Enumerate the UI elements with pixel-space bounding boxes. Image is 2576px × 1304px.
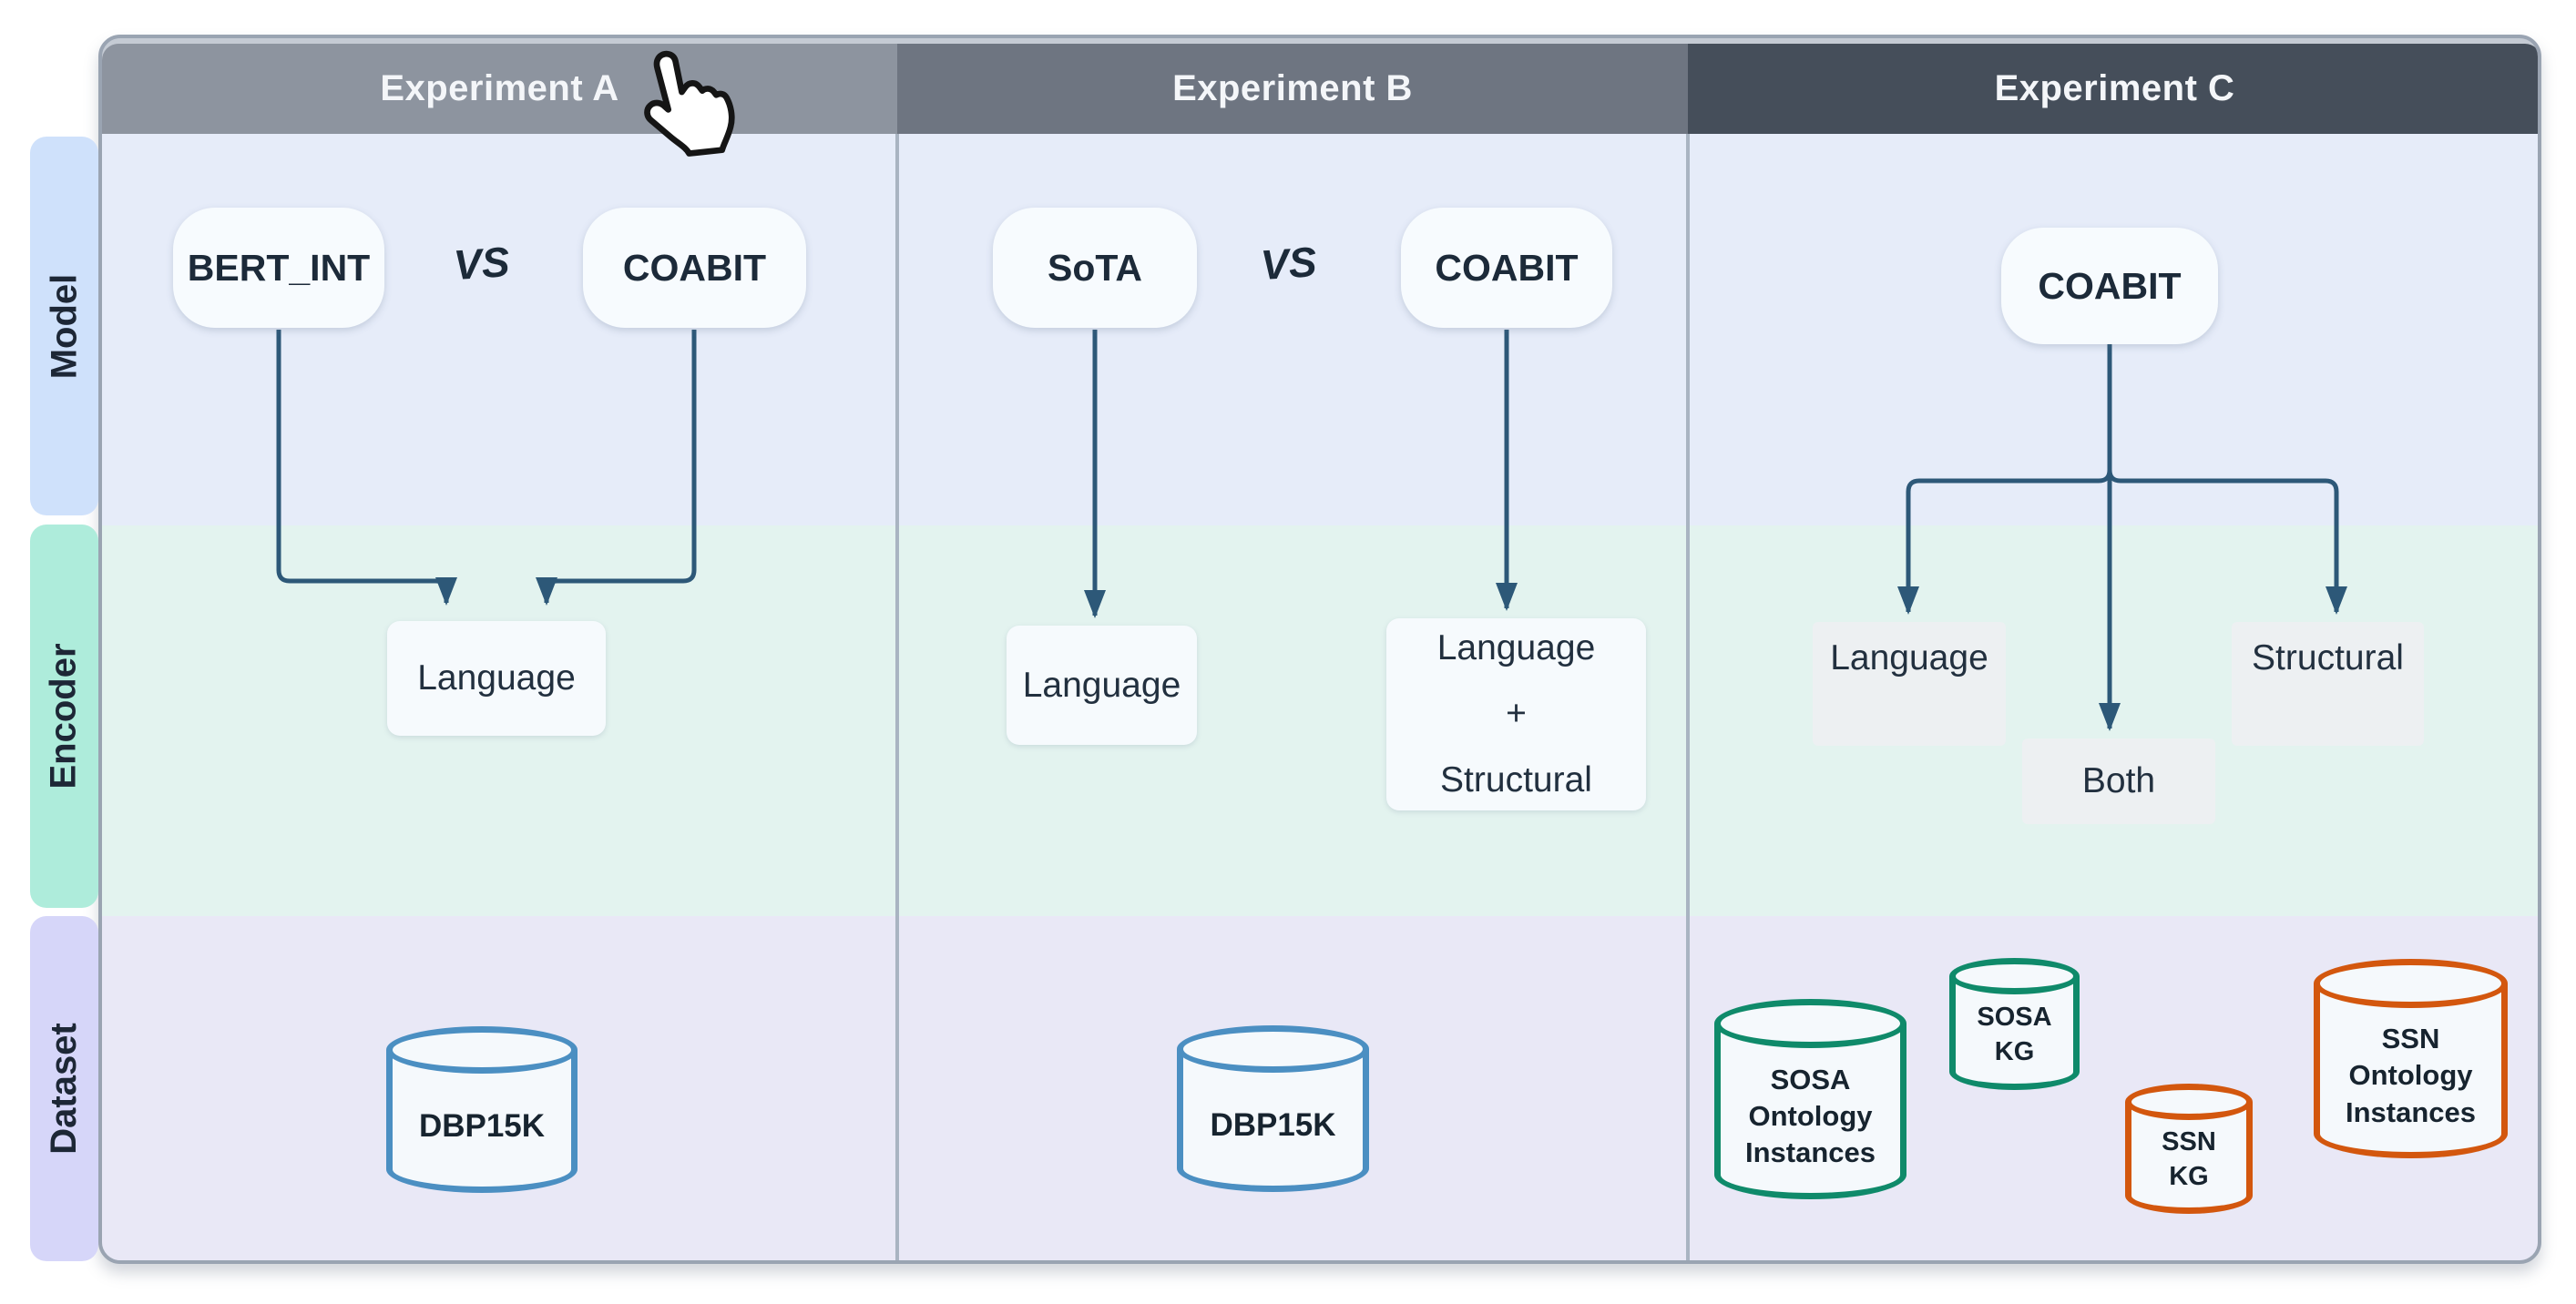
dataset-sosa-kg: SOSA KG (1949, 958, 2080, 1090)
vs-label-b: VS (1259, 237, 1319, 290)
column-divider-b-c (1686, 134, 1690, 1260)
row-label-dataset-text: Dataset (44, 1023, 85, 1155)
dataset-dbp15k-a-label: DBP15K (418, 1107, 546, 1144)
node-language-a-label: Language (417, 658, 576, 698)
row-label-model: Model (30, 137, 98, 515)
dataset-ssn-ontology-instances-label: SSN Ontology Instances (2345, 1023, 2476, 1128)
cylinder-body (386, 1050, 578, 1193)
cylinder-top (2314, 959, 2508, 1008)
header-experiment-c[interactable]: Experiment C (1688, 44, 2538, 134)
node-language-a: Language (387, 621, 606, 736)
node-sota: SoTA (993, 208, 1197, 328)
row-label-encoder-text: Encoder (44, 643, 85, 790)
column-divider-a-b (895, 134, 899, 1260)
node-sota-label: SoTA (1047, 246, 1142, 289)
header-experiment-b-label: Experiment B (1172, 68, 1413, 108)
dataset-dbp15k-a: DBP15K (386, 1026, 578, 1193)
cylinder-top (386, 1026, 578, 1074)
cylinder-top (2125, 1084, 2253, 1120)
row-label-encoder: Encoder (30, 525, 98, 908)
cylinder-body (1949, 976, 2080, 1090)
cylinder-top (1177, 1025, 1369, 1073)
dataset-dbp15k-b: DBP15K (1177, 1025, 1369, 1192)
row-label-dataset: Dataset (30, 916, 98, 1261)
dataset-sosa-kg-label: SOSA KG (1977, 1002, 2052, 1066)
node-language-structural-b: Language + Structural (1386, 618, 1646, 810)
dataset-ssn-kg: SSN KG (2125, 1084, 2253, 1214)
cylinder-top (1949, 958, 2080, 994)
node-both-c-label: Both (2081, 761, 2156, 800)
vs-label-a: VS (452, 237, 512, 290)
dataset-ssn-ontology-instances: SSN Ontology Instances (2314, 959, 2508, 1158)
node-coabit-a: COABIT (583, 208, 806, 328)
node-language-b-label: Language (1022, 665, 1181, 705)
cylinder-body (1177, 1049, 1369, 1192)
dataset-dbp15k-b-label: DBP15K (1210, 1106, 1336, 1143)
node-structural-c: Structural (2232, 622, 2424, 746)
cylinder-body (2125, 1102, 2253, 1214)
cursor-pointer-icon (644, 50, 735, 157)
header-experiment-b[interactable]: Experiment B (897, 44, 1688, 134)
node-coabit-c-label: COABIT (2038, 264, 2182, 307)
dataset-sosa-ontology-instances: SOSA Ontology Instances (1714, 999, 1906, 1199)
node-coabit-b: COABIT (1401, 208, 1612, 328)
node-language-structural-b-label: Language + Structural (1436, 628, 1596, 800)
header-experiment-a-label: Experiment A (380, 68, 619, 108)
header-experiment-a[interactable]: Experiment A (102, 44, 897, 134)
node-coabit-c: COABIT (2001, 228, 2218, 344)
cylinder-body (2314, 983, 2508, 1158)
node-language-c: Language (1813, 622, 2006, 746)
dataset-ssn-kg-label: SSN KG (2162, 1126, 2216, 1191)
node-language-b: Language (1007, 626, 1197, 745)
node-language-c-label: Language (1830, 638, 1988, 677)
header-experiment-c-label: Experiment C (1994, 68, 2235, 108)
cylinder-body (1714, 1024, 1906, 1199)
cylinder-top (1714, 999, 1906, 1048)
dataset-sosa-ontology-instances-label: SOSA Ontology Instances (1744, 1063, 1876, 1169)
node-bert-int: BERT_INT (173, 208, 384, 328)
node-structural-c-label: Structural (2252, 638, 2404, 677)
node-coabit-a-label: COABIT (622, 246, 767, 289)
node-bert-int-label: BERT_INT (187, 246, 371, 289)
node-coabit-b-label: COABIT (1435, 246, 1579, 289)
row-label-model-text: Model (44, 273, 85, 379)
node-both-c: Both (2022, 739, 2215, 824)
